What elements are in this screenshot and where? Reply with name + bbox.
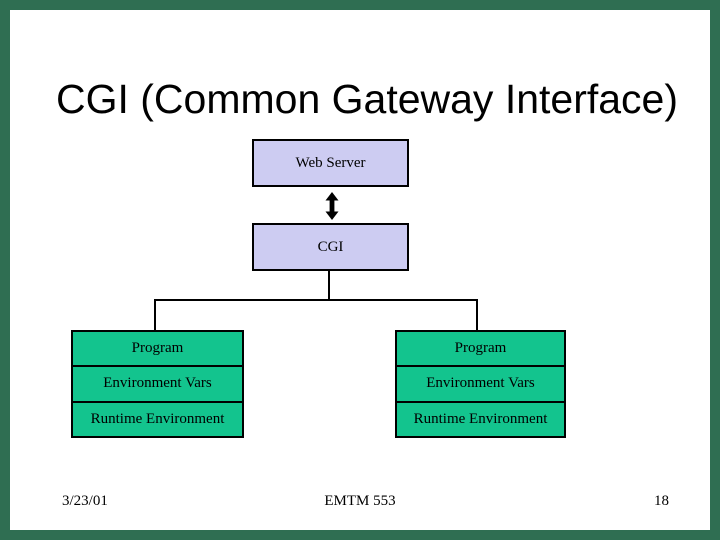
- vertical-double-arrow-icon: [325, 192, 339, 220]
- stack-row-program: Program: [454, 340, 507, 357]
- page-title: CGI (Common Gateway Interface): [55, 76, 679, 122]
- footer-course: EMTM 553: [324, 493, 396, 509]
- stack-row-environment-vars: Environment Vars: [73, 365, 242, 400]
- connector-horizontal-line: [154, 299, 478, 301]
- program-stack-left: Program Environment Vars Runtime Environ…: [71, 330, 244, 438]
- stack-row-runtime-environment: Runtime Environment: [73, 400, 242, 436]
- connector-right-drop-line: [476, 299, 478, 332]
- cgi-node: CGI: [252, 223, 409, 271]
- stack-row-runtime-environment: Runtime Environment: [397, 400, 564, 436]
- web-server-node: Web Server: [252, 139, 409, 187]
- connector-left-drop-line: [154, 299, 156, 332]
- cgi-label: CGI: [317, 238, 344, 255]
- web-server-label: Web Server: [295, 154, 366, 171]
- connector-stub-line: [328, 270, 330, 301]
- program-stack-right: Program Environment Vars Runtime Environ…: [395, 330, 566, 438]
- footer-page-number: 18: [654, 493, 669, 509]
- footer-date: 3/23/01: [62, 493, 108, 509]
- stack-row-program: Program: [131, 340, 184, 357]
- stack-row-environment-vars: Environment Vars: [397, 365, 564, 400]
